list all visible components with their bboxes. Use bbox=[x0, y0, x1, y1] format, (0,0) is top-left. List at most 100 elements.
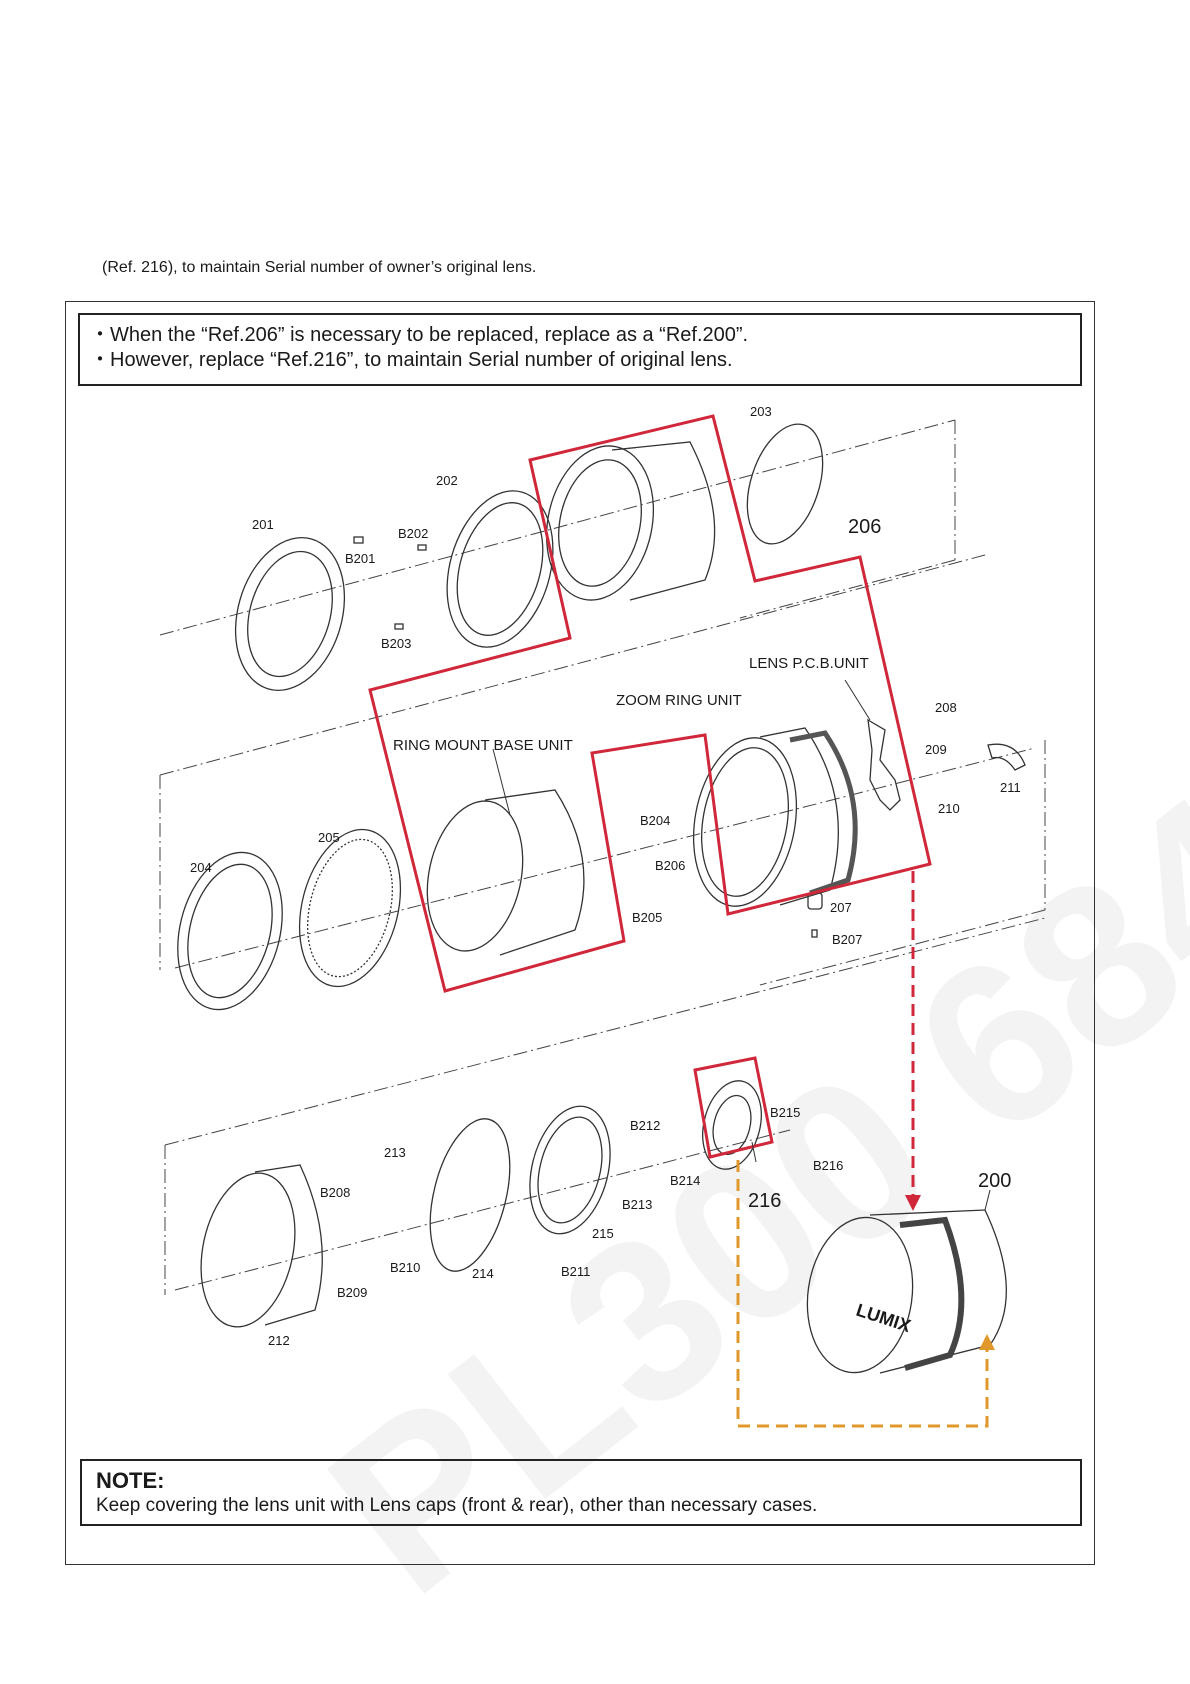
part-200-lens-cap bbox=[806, 1216, 914, 1374]
label-206: 206 bbox=[848, 516, 881, 538]
label-lens-pcb-unit: LENS P.C.B.UNIT bbox=[749, 655, 869, 672]
leader-ring-mount bbox=[492, 748, 511, 816]
part-214-ring bbox=[429, 1118, 511, 1272]
screw-labels: B201 B202 B203 B204 B206 B205 B207 B208 … bbox=[320, 526, 862, 1300]
zoom-ring-body bbox=[759, 727, 839, 906]
label-212: 212 bbox=[268, 1333, 290, 1348]
section-axes bbox=[159, 419, 1046, 1295]
part-204-ring-inner bbox=[187, 863, 273, 999]
part-212-body bbox=[254, 1164, 323, 1326]
part-202-ring bbox=[446, 490, 554, 648]
ring-mount-base-body bbox=[484, 789, 585, 956]
part-205-grip bbox=[307, 838, 393, 978]
lens-brand-text: LUMIX bbox=[854, 1300, 913, 1336]
screw-b203-shape bbox=[394, 623, 404, 630]
label-b213: B213 bbox=[622, 1197, 652, 1212]
highlight-outlines bbox=[368, 414, 932, 1159]
leader-200 bbox=[984, 1189, 991, 1211]
label-b210: B210 bbox=[390, 1260, 420, 1275]
replacement-note-line-2: ・However, replace “Ref.216”, to maintain… bbox=[90, 349, 733, 371]
leader-lines bbox=[492, 679, 991, 1211]
part-212-ring bbox=[200, 1172, 296, 1328]
label-b206: B206 bbox=[655, 858, 685, 873]
part-201-ring bbox=[234, 537, 346, 691]
label-213: 213 bbox=[384, 1145, 406, 1160]
label-204: 204 bbox=[190, 860, 212, 875]
arrow-216-to-200 bbox=[736, 1160, 989, 1428]
label-b208: B208 bbox=[320, 1185, 350, 1200]
label-b209: B209 bbox=[337, 1285, 367, 1300]
part-215-mount bbox=[529, 1105, 611, 1235]
zoom-ring-front bbox=[692, 737, 798, 907]
leader-216 bbox=[751, 1141, 757, 1163]
label-203: 203 bbox=[750, 404, 772, 419]
intro-text: (Ref. 216), to maintain Serial number of… bbox=[102, 259, 537, 276]
label-202: 202 bbox=[436, 473, 458, 488]
part-215-mount-inner bbox=[537, 1116, 603, 1224]
label-b203: B203 bbox=[381, 636, 411, 651]
label-zoom-ring-unit: ZOOM RING UNIT bbox=[616, 692, 742, 709]
note-text: Keep covering the lens unit with Lens ca… bbox=[96, 1495, 818, 1516]
replacement-note-box: ・When the “Ref.206” is necessary to be r… bbox=[78, 313, 1082, 386]
label-b215: B215 bbox=[770, 1105, 800, 1120]
leader-lens-pcb bbox=[844, 679, 871, 721]
part-206-barrel-inner bbox=[558, 459, 642, 587]
label-207: 207 bbox=[830, 900, 852, 915]
part-201-ring-inner bbox=[247, 550, 333, 678]
part-200-zoom-grip bbox=[899, 1216, 965, 1371]
label-b204: B204 bbox=[640, 813, 670, 828]
label-200: 200 bbox=[978, 1170, 1011, 1192]
section-2-parts bbox=[177, 718, 1026, 1011]
part-202-ring-inner bbox=[456, 502, 544, 636]
label-208: 208 bbox=[935, 700, 957, 715]
label-210: 210 bbox=[938, 801, 960, 816]
section-3-top bbox=[164, 917, 1046, 1146]
arrows bbox=[736, 871, 995, 1428]
screw-b201-shape bbox=[353, 536, 364, 544]
label-b211: B211 bbox=[561, 1264, 590, 1279]
arrow-206-to-200-head bbox=[905, 1195, 921, 1211]
label-b205: B205 bbox=[632, 910, 662, 925]
label-b201: B201 bbox=[345, 551, 375, 566]
zoom-ring-grip bbox=[789, 730, 858, 896]
label-b214: B214 bbox=[670, 1173, 700, 1188]
unit-labels: LENS P.C.B.UNIT ZOOM RING UNIT RING MOUN… bbox=[393, 655, 869, 754]
part-200-lens-body bbox=[869, 1209, 1007, 1374]
part-203-ring bbox=[746, 423, 824, 545]
label-b212: B212 bbox=[630, 1118, 660, 1133]
axis-section-1-lower bbox=[739, 559, 956, 619]
axis-section-1 bbox=[159, 419, 956, 636]
label-b207: B207 bbox=[832, 932, 862, 947]
part-206-barrel-body bbox=[611, 441, 716, 601]
part-211-shape bbox=[987, 743, 1026, 771]
note-box: NOTE: Keep covering the lens unit with L… bbox=[80, 1459, 1082, 1526]
part-204-ring bbox=[177, 851, 283, 1011]
label-211: 211 bbox=[1000, 780, 1021, 795]
section-2-bottom bbox=[759, 909, 1046, 986]
replacement-note-line-1: ・When the “Ref.206” is necessary to be r… bbox=[90, 324, 749, 346]
label-201: 201 bbox=[252, 517, 274, 532]
label-215: 215 bbox=[592, 1226, 614, 1241]
ref-216-outline bbox=[693, 1056, 774, 1159]
label-b216: B216 bbox=[813, 1158, 843, 1173]
zoom-ring-inner bbox=[700, 747, 790, 897]
section-1-parts bbox=[234, 423, 824, 691]
ring-mount-base-front bbox=[426, 800, 524, 952]
lens-pcb-shape bbox=[867, 718, 901, 811]
label-216: 216 bbox=[748, 1190, 781, 1212]
label-205: 205 bbox=[318, 830, 340, 845]
diagram-frame bbox=[65, 301, 1095, 1565]
label-b202: B202 bbox=[398, 526, 428, 541]
section-2-top bbox=[159, 554, 986, 776]
label-ring-mount-base-unit: RING MOUNT BASE UNIT bbox=[393, 737, 573, 754]
screw-b207-shape bbox=[811, 929, 818, 938]
axis-section-2 bbox=[174, 747, 1036, 969]
part-206-barrel-front bbox=[545, 445, 655, 601]
axis-section-3 bbox=[174, 1129, 791, 1291]
note-title: NOTE: bbox=[96, 1468, 165, 1493]
screw-b202-shape bbox=[417, 544, 427, 551]
part-205-ring bbox=[298, 828, 402, 988]
arrow-216-to-200-head bbox=[979, 1334, 995, 1350]
label-209: 209 bbox=[925, 742, 947, 757]
